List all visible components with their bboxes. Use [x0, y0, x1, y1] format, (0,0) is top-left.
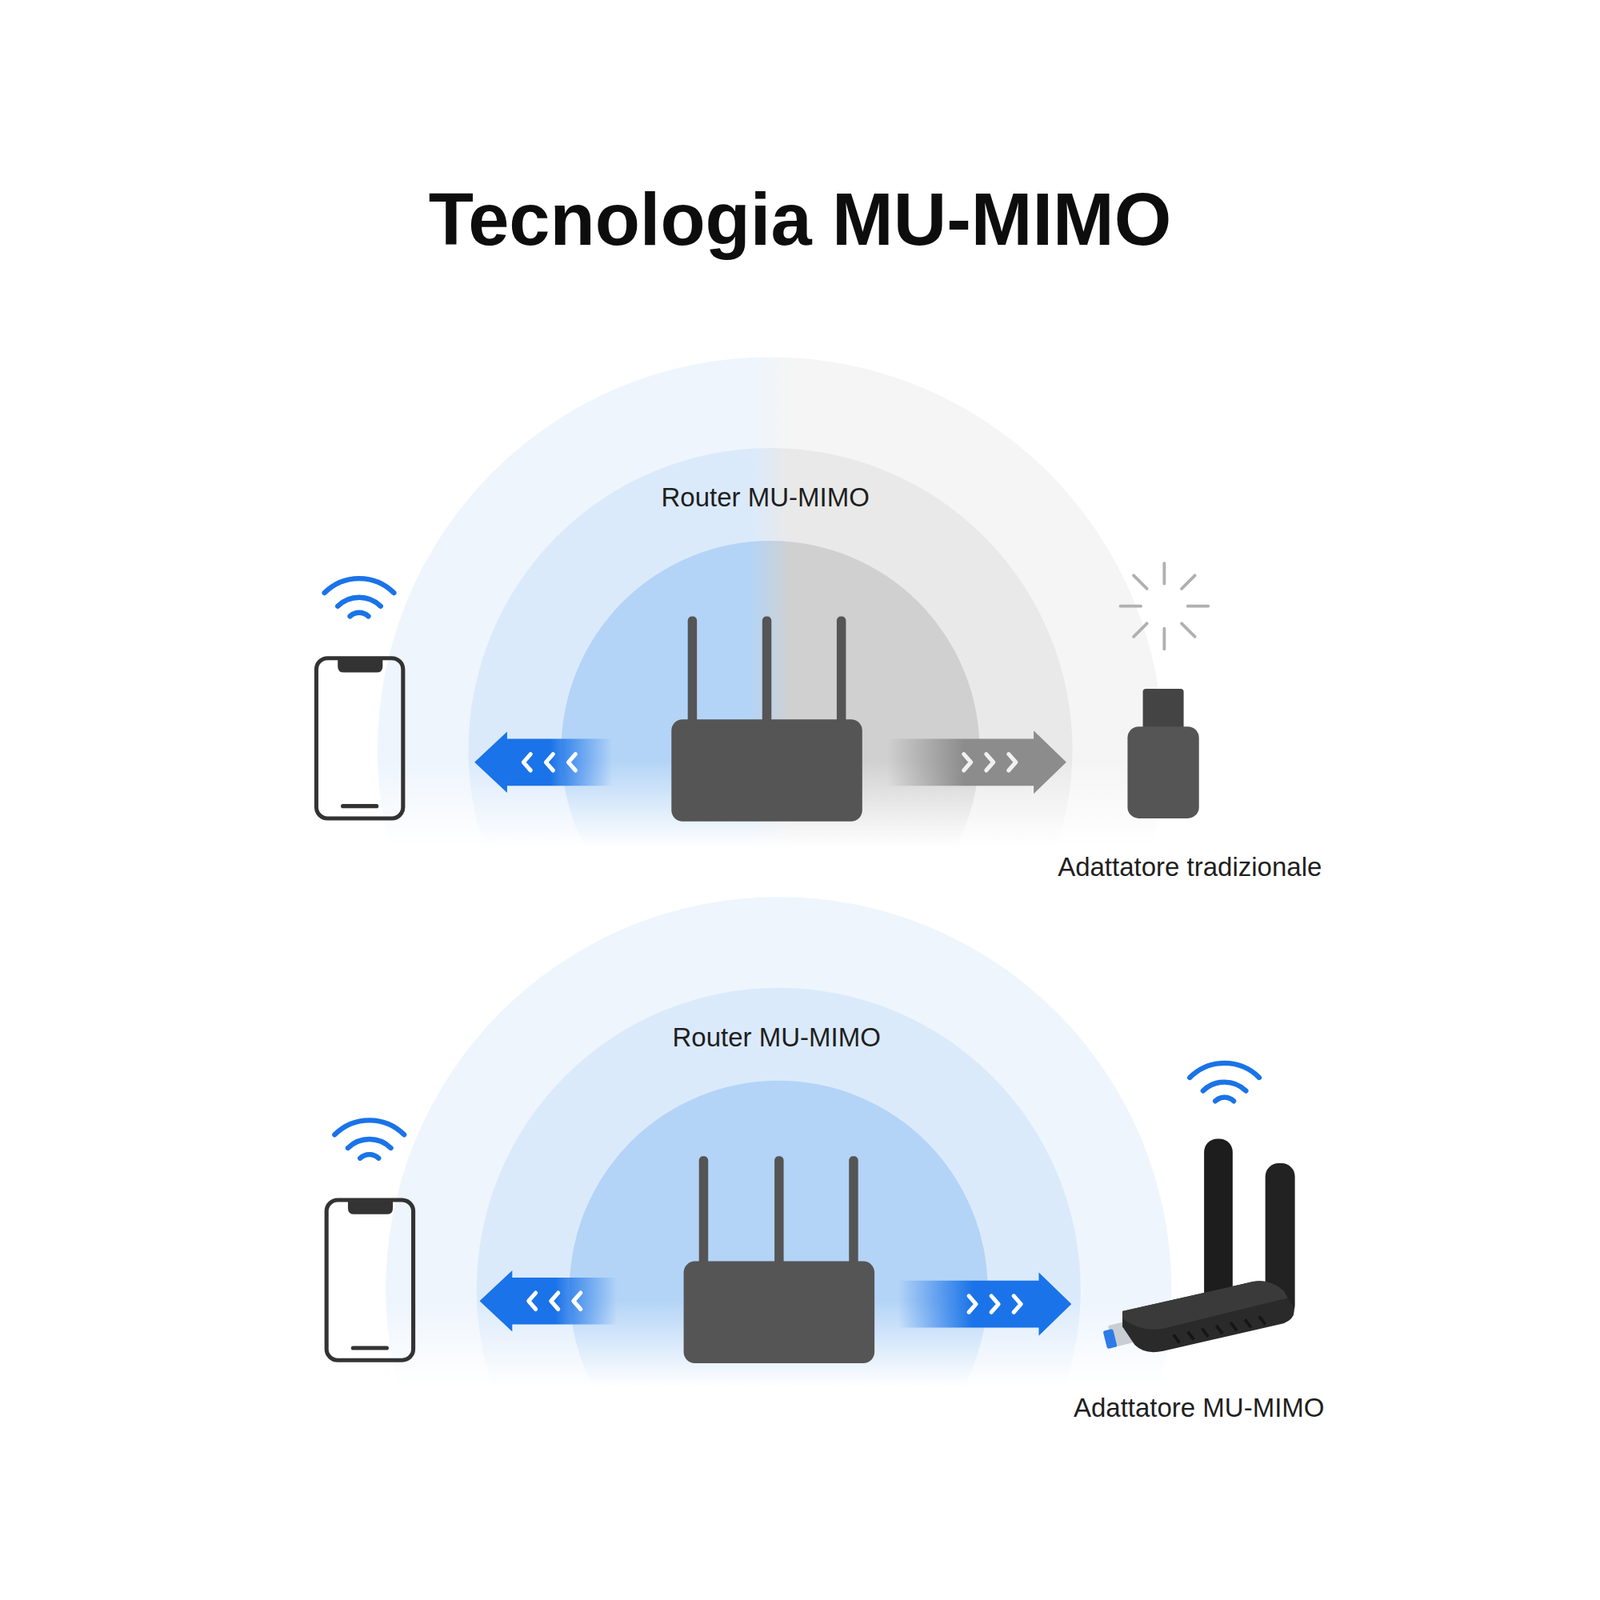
loading-spinner [1120, 563, 1209, 649]
chevron [991, 1296, 999, 1312]
node-label: Adattatore tradizionale [1057, 852, 1322, 883]
smartphone-icon [326, 1200, 413, 1360]
signal-arrow [479, 1270, 617, 1332]
wifi-symbol [1189, 1063, 1260, 1101]
wifi-symbol [324, 578, 395, 616]
adapter-box: Adattatore MU-MIMO [1071, 1122, 1306, 1357]
router-box: Router MU-MIMO [671, 719, 863, 822]
signal-arrow [862, 730, 1067, 794]
chevron [964, 754, 972, 771]
node-label: Router MU-MIMO [672, 1022, 880, 1053]
router-icon [684, 1156, 876, 1364]
wifi-symbol [334, 1120, 404, 1158]
arrow-body [874, 1272, 1072, 1336]
coverage-rings [347, 896, 1225, 1600]
usb-adapter-icon [1103, 1138, 1296, 1352]
node-label: Router MU-MIMO [660, 482, 869, 513]
chevron [1013, 1296, 1021, 1312]
router-icon [671, 616, 863, 821]
title: Tecnologia MU-MIMO [428, 177, 1172, 262]
node-label: Adattatore MU-MIMO [1073, 1392, 1325, 1424]
chevron [986, 754, 994, 771]
arrow-body [862, 730, 1067, 794]
usb-adapter-icon [1127, 688, 1199, 819]
signal-arrow [474, 732, 612, 794]
smartphone-icon [316, 658, 403, 819]
signal-arrow [874, 1272, 1072, 1336]
coverage-rings [336, 356, 1215, 1152]
chevron [968, 1296, 976, 1312]
chevron [1008, 754, 1016, 771]
adapter-box: Adattatore tradizionale [1066, 684, 1260, 822]
router-box: Router MU-MIMO [684, 1261, 876, 1364]
